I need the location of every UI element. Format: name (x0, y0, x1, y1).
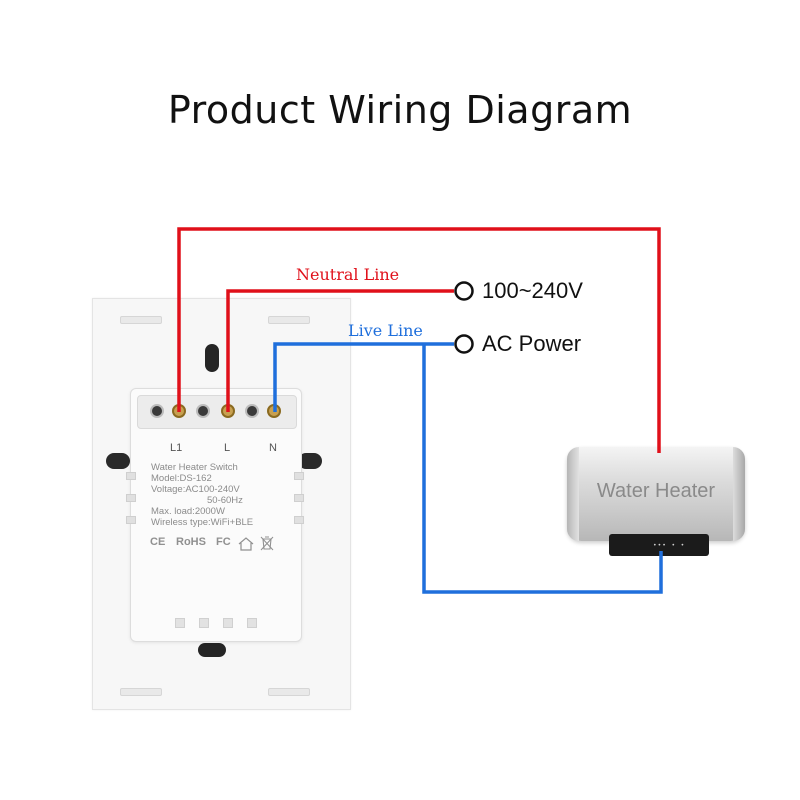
certification-marks: CE RoHS FC (150, 536, 280, 552)
terminal-screw (196, 404, 210, 418)
live-line-label: Live Line (348, 321, 423, 340)
spec-line: Model:DS-162 (151, 473, 212, 484)
blue-wire-n (273, 342, 454, 412)
heater-label: Water Heater (596, 480, 716, 502)
module-notch (199, 618, 209, 628)
mounting-hole (205, 344, 219, 372)
plate-slot (120, 316, 162, 324)
terminal-label-n: N (269, 442, 277, 454)
red-wire-l (226, 289, 454, 412)
rohs-mark: RoHS (176, 536, 206, 548)
module-notch (247, 618, 257, 628)
spec-line: Wireless type:WiFi+BLE (151, 517, 254, 528)
spec-line: Voltage:AC100-240V (151, 484, 240, 495)
plate-slot (120, 688, 162, 696)
module-tab (294, 516, 304, 524)
red-wire-l1 (177, 227, 661, 453)
heater-display: ••• • • (653, 542, 686, 549)
terminal-label-l: L (224, 442, 231, 454)
switch-spec-label: Water Heater Switch Model:DS-162 Voltage… (145, 456, 285, 559)
switch-module (130, 388, 302, 642)
home-icon (238, 537, 254, 551)
plate-slot (268, 688, 310, 696)
module-tab (126, 516, 136, 524)
spec-line: 50-60Hz (207, 495, 243, 506)
neutral-line-label: Neutral Line (296, 265, 400, 284)
mounting-hole (298, 453, 322, 469)
module-tab (126, 472, 136, 480)
spec-line: Max. load:2000W (151, 506, 225, 517)
module-notch (175, 618, 185, 628)
plate-slot (268, 316, 310, 324)
module-tab (294, 472, 304, 480)
water-heater (567, 447, 745, 541)
heater-control-panel: ••• • • (609, 534, 709, 556)
blue-wire-heater (422, 344, 663, 594)
terminal-screw (150, 404, 164, 418)
page-title: Product Wiring Diagram (167, 88, 633, 132)
module-notch (223, 618, 233, 628)
weee-bin-icon (260, 536, 274, 551)
module-tab (126, 494, 136, 502)
terminal-label-l1: L1 (170, 442, 183, 454)
heater-end-cap (567, 447, 579, 541)
ac-power-label: AC Power (482, 331, 582, 356)
power-terminal-circle (454, 281, 474, 301)
heater-end-cap (733, 447, 745, 541)
fc-mark: FC (216, 536, 231, 548)
voltage-label: 100~240V (482, 278, 583, 303)
ce-mark: CE (150, 536, 166, 548)
power-terminal-circle (454, 334, 474, 354)
module-tab (294, 494, 304, 502)
terminal-screw (245, 404, 259, 418)
mounting-hole (106, 453, 130, 469)
spec-line: Water Heater Switch (151, 462, 238, 473)
